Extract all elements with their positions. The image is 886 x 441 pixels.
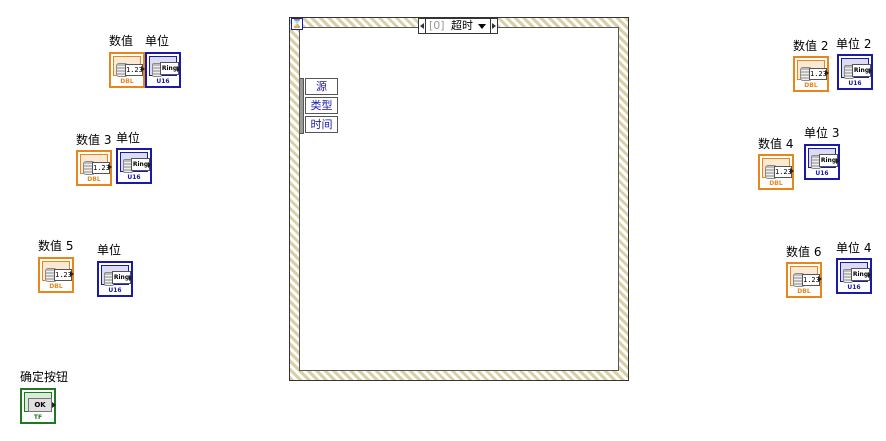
unit1b-label: 单位 <box>116 131 141 145</box>
value5-label: 数值 5 <box>38 239 74 253</box>
output-arrow-icon <box>177 66 181 72</box>
unit1-terminal[interactable]: Ring U16 <box>145 52 181 88</box>
next-case-icon[interactable] <box>490 19 497 33</box>
event-case-frame[interactable] <box>299 27 619 371</box>
output-arrow-icon <box>70 271 74 277</box>
unit1b-terminal[interactable]: Ring U16 <box>116 148 152 184</box>
unit3-terminal[interactable]: Ring U16 <box>804 144 840 180</box>
unit1c-label: 单位 <box>97 243 122 257</box>
value3-label: 数值 3 <box>76 133 112 147</box>
output-arrow-icon <box>141 66 145 72</box>
value4-terminal[interactable]: 1.23 DBL <box>758 154 794 190</box>
ok-button-icon: OK <box>28 398 52 412</box>
value6-label: 数值 6 <box>786 245 822 259</box>
hourglass-icon: ⌛ <box>291 18 303 30</box>
output-arrow-icon <box>129 275 133 281</box>
unit4-terminal[interactable]: Ring U16 <box>836 258 872 294</box>
output-arrow-icon <box>868 272 872 278</box>
value2-label: 数值 2 <box>793 39 829 53</box>
confirm-label: 确定按钮 <box>20 370 69 384</box>
value3-terminal[interactable]: 1.23 DBL <box>76 150 112 186</box>
output-arrow-icon <box>825 70 829 76</box>
event-case-selector[interactable]: [0] 超时 <box>418 18 498 34</box>
value1-terminal[interactable]: 1.23 DBL <box>109 52 145 88</box>
output-arrow-icon <box>790 168 794 174</box>
unit2-terminal[interactable]: Ring U16 <box>837 54 873 90</box>
event-data-source[interactable]: 源 <box>305 78 338 95</box>
unit2-label: 单位 2 <box>836 37 872 51</box>
output-arrow-icon <box>836 158 840 164</box>
value6-terminal[interactable]: 1.23 DBL <box>786 262 822 298</box>
output-arrow-icon <box>869 68 873 74</box>
output-arrow-icon <box>148 162 152 168</box>
unit3-label: 单位 3 <box>804 126 840 140</box>
chevron-down-icon[interactable] <box>478 24 486 29</box>
event-data-time[interactable]: 时间 <box>305 116 338 133</box>
confirm-button-terminal[interactable]: OK TF <box>20 388 56 424</box>
event-structure[interactable]: ⌛ [0] 超时 源 类型 时间 <box>289 17 629 381</box>
output-arrow-icon <box>52 402 56 408</box>
case-index: [0] <box>429 19 445 32</box>
output-arrow-icon <box>818 276 822 282</box>
output-arrow-icon <box>108 164 112 170</box>
case-name: 超时 <box>451 19 473 32</box>
event-data-node-handle[interactable] <box>299 78 304 134</box>
unit1c-terminal[interactable]: Ring U16 <box>97 261 133 297</box>
previous-case-icon[interactable] <box>419 19 426 33</box>
value5-terminal[interactable]: 1.23 DBL <box>38 257 74 293</box>
unit4-label: 单位 4 <box>836 241 872 255</box>
value2-terminal[interactable]: 1.23 DBL <box>793 56 829 92</box>
unit1-label: 单位 <box>145 34 170 48</box>
value1-label: 数值 <box>109 34 134 48</box>
event-data-type[interactable]: 类型 <box>305 97 338 114</box>
value4-label: 数值 4 <box>758 137 794 151</box>
